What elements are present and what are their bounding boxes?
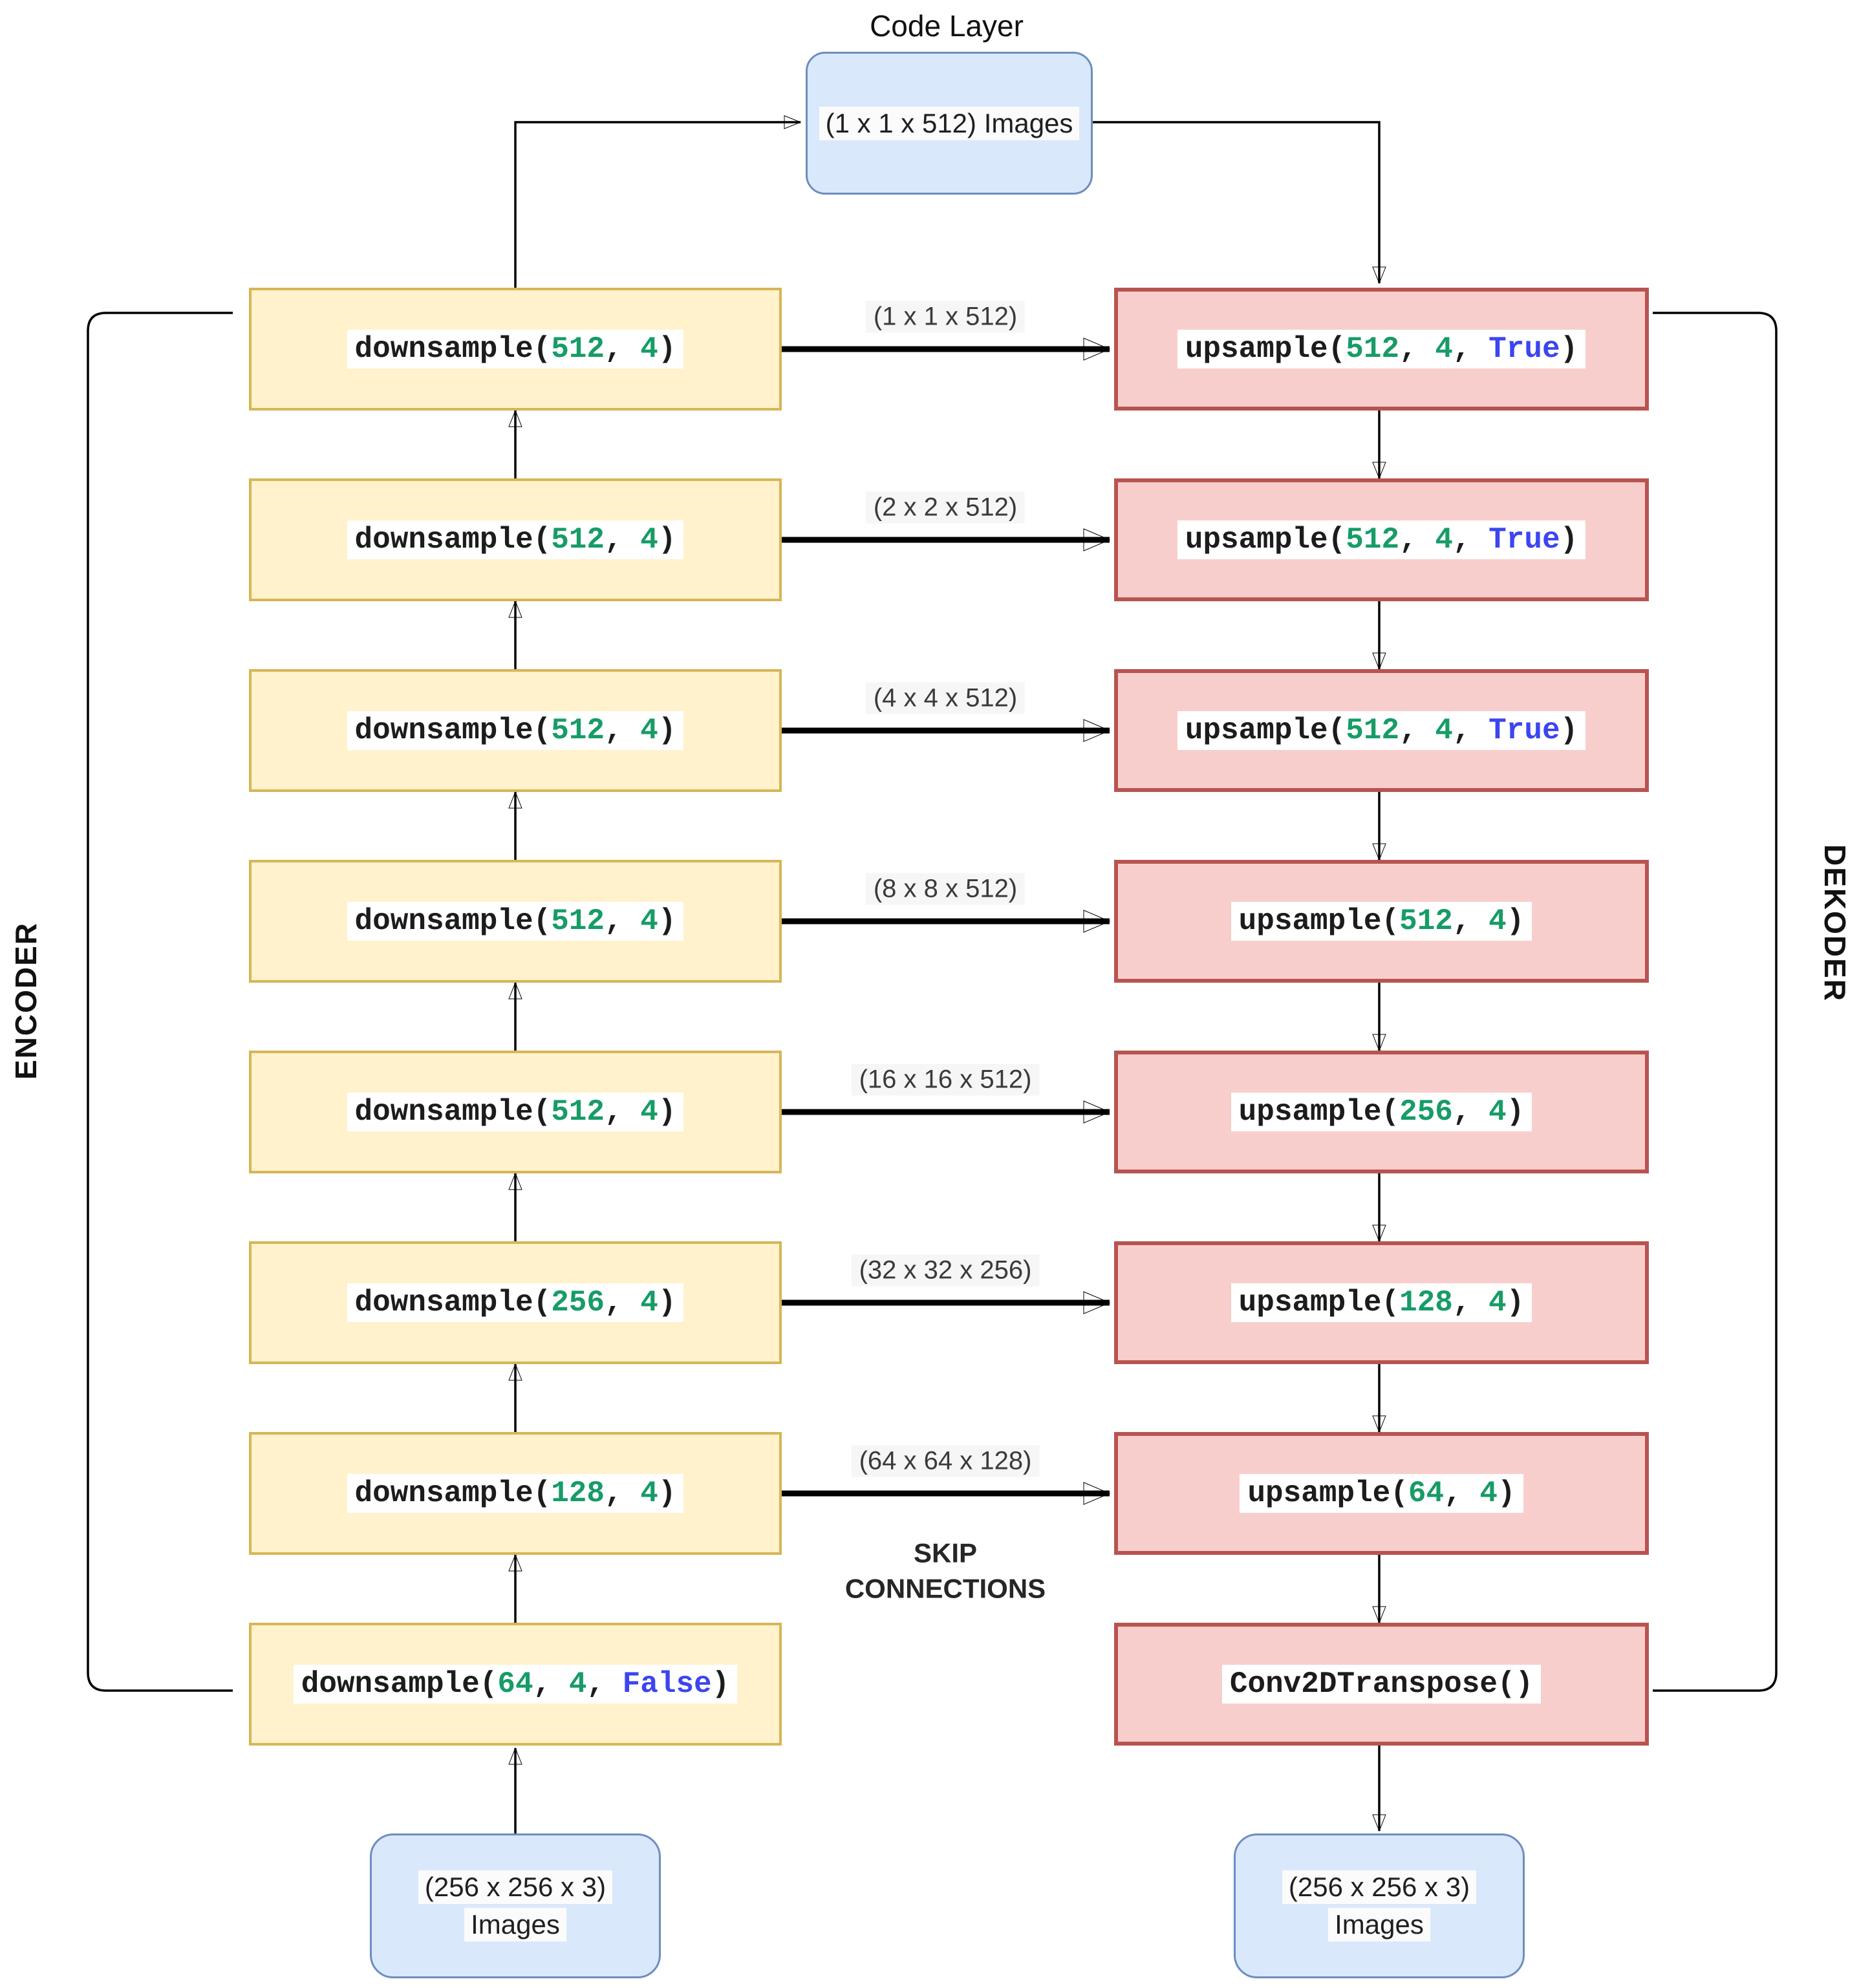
skip-dimension-label: (1 x 1 x 512) (865, 301, 1026, 333)
output-images-label: Images (1328, 1908, 1430, 1941)
upsample-box: Conv2DTranspose() (1114, 1623, 1649, 1746)
upsample-label: upsample(512, 4, True) (1177, 330, 1586, 369)
downsample-box: downsample(512, 4) (249, 288, 782, 411)
skip-dimension-label: (16 x 16 x 512) (851, 1063, 1040, 1096)
diagram-row: downsample(64, 4, False) Conv2DTranspose… (0, 1623, 1859, 1746)
upsample-label: upsample(128, 4) (1230, 1283, 1532, 1322)
downsample-label: downsample(256, 4) (347, 1283, 684, 1322)
diagram-row: downsample(512, 4) (2 x 2 x 512) upsampl… (0, 478, 1859, 601)
upsample-label: Conv2DTranspose() (1221, 1665, 1542, 1704)
downsample-label: downsample(512, 4) (347, 902, 684, 941)
downsample-box: downsample(512, 4) (249, 478, 782, 601)
code-layer-title: Code Layer (870, 9, 1024, 43)
encoder-to-code-layer-arrow (514, 115, 802, 288)
diagram-row: downsample(512, 4) (8 x 8 x 512) upsampl… (0, 860, 1859, 983)
downsample-box: downsample(512, 4) (249, 1051, 782, 1173)
decoder-bracket (1653, 312, 1778, 1692)
skip-dimension-label: (4 x 4 x 512) (865, 682, 1026, 714)
upsample-box: upsample(128, 4) (1114, 1241, 1649, 1364)
downsample-label: downsample(512, 4) (347, 711, 684, 750)
downsample-label: downsample(64, 4, False) (293, 1665, 738, 1704)
upsample-box: upsample(64, 4) (1114, 1432, 1649, 1555)
downsample-label: downsample(128, 4) (347, 1474, 684, 1513)
input-images-box: (256 x 256 x 3) Images (370, 1833, 661, 1978)
upsample-box: upsample(512, 4, True) (1114, 478, 1649, 601)
skip-connections-caption: SKIP CONNECTIONS (845, 1535, 1046, 1606)
skip-dimension-label: (64 x 64 x 128) (851, 1445, 1040, 1477)
downsample-box: downsample(64, 4, False) (249, 1623, 782, 1746)
downsample-box: downsample(256, 4) (249, 1241, 782, 1364)
diagram-row: downsample(512, 4) (4 x 4 x 512) upsampl… (0, 669, 1859, 792)
upsample-label: upsample(512, 4) (1230, 902, 1532, 941)
upsample-label: upsample(64, 4) (1240, 1474, 1523, 1513)
upsample-box: upsample(512, 4, True) (1114, 288, 1649, 411)
skip-caption-line2: CONNECTIONS (844, 1573, 1046, 1603)
upsample-label: upsample(256, 4) (1230, 1093, 1532, 1131)
skip-dimension-label: (8 x 8 x 512) (865, 873, 1026, 905)
upsample-box: upsample(256, 4) (1114, 1051, 1649, 1173)
code-layer-to-decoder-arrow (1093, 121, 1386, 284)
diagram-row: downsample(512, 4) (1 x 1 x 512) upsampl… (0, 288, 1859, 411)
upsample-box: upsample(512, 4, True) (1114, 669, 1649, 792)
skip-dimension-label: (2 x 2 x 512) (865, 491, 1026, 524)
code-layer-label: (1 x 1 x 512) Images (819, 106, 1080, 140)
downsample-label: downsample(512, 4) (347, 520, 684, 559)
downsample-box: downsample(512, 4) (249, 669, 782, 792)
upsample-box: upsample(512, 4) (1114, 860, 1649, 983)
diagram-row: downsample(128, 4) (64 x 64 x 128) upsam… (0, 1432, 1859, 1555)
diagram-row: downsample(512, 4) (16 x 16 x 512) upsam… (0, 1051, 1859, 1173)
output-images-shape: (256 x 256 x 3) (1282, 1870, 1477, 1904)
upsample-label: upsample(512, 4, True) (1177, 520, 1586, 559)
skip-dimension-label: (32 x 32 x 256) (851, 1254, 1040, 1287)
encoder-bracket (87, 312, 233, 1692)
downsample-label: downsample(512, 4) (347, 330, 684, 369)
input-images-shape: (256 x 256 x 3) (418, 1870, 613, 1904)
skip-caption-line1: SKIP (913, 1537, 978, 1568)
downsample-box: downsample(128, 4) (249, 1432, 782, 1555)
upsample-label: upsample(512, 4, True) (1177, 711, 1586, 750)
output-images-box: (256 x 256 x 3) Images (1234, 1833, 1525, 1978)
downsample-box: downsample(512, 4) (249, 860, 782, 983)
downsample-label: downsample(512, 4) (347, 1093, 684, 1131)
code-layer-box: (1 x 1 x 512) Images (806, 52, 1093, 195)
input-images-label: Images (464, 1908, 566, 1941)
diagram-row: downsample(256, 4) (32 x 32 x 256) upsam… (0, 1241, 1859, 1364)
